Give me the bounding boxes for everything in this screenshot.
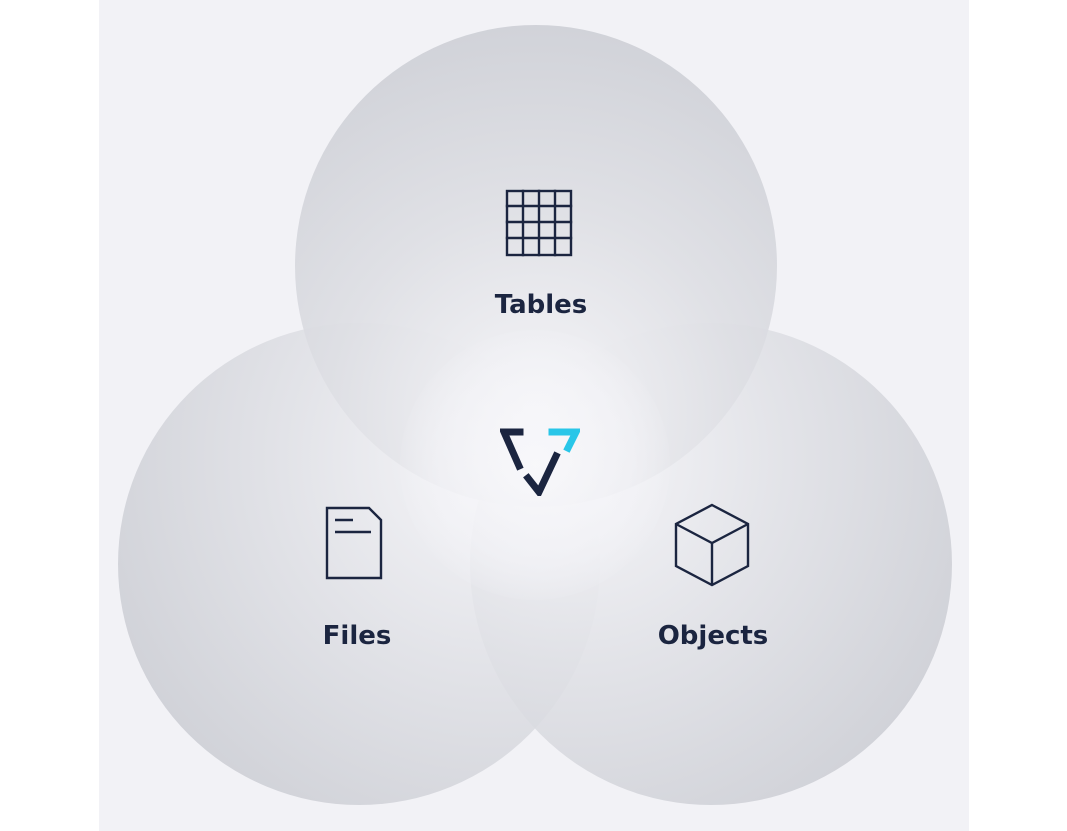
set-label-tables: Tables	[494, 290, 588, 320]
file-document-icon	[325, 506, 383, 585]
brand-logo-icon	[498, 426, 582, 501]
cube-icon	[674, 503, 750, 592]
venn-center-highlight	[400, 330, 670, 600]
table-grid-icon	[505, 188, 573, 263]
set-label-files: Files	[322, 621, 392, 651]
set-label-objects: Objects	[657, 621, 769, 651]
